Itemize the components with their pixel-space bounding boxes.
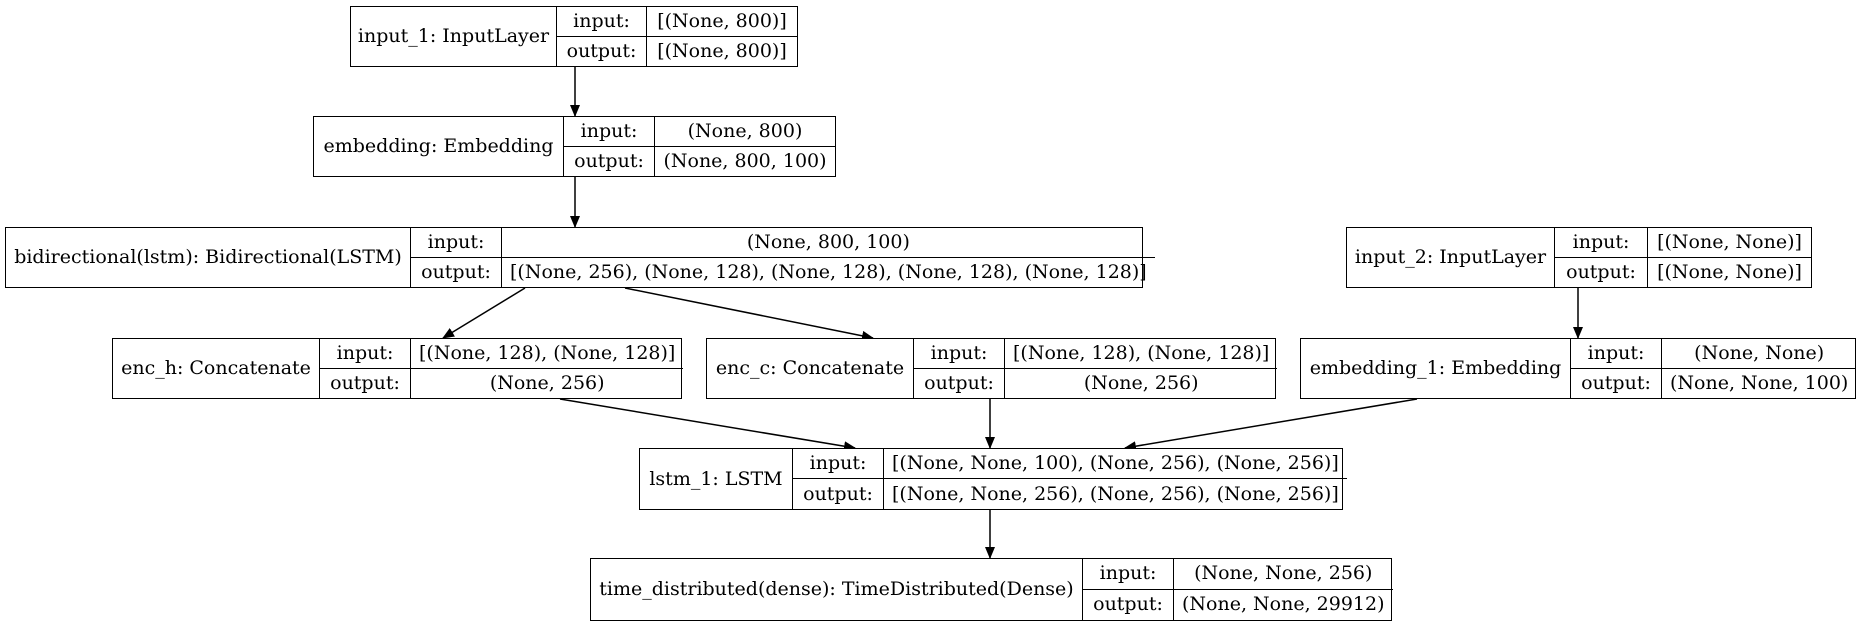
input-shape: (None, 800, 100): [502, 228, 1155, 258]
edge-embedding-1-to-lstm-1: [1124, 398, 1418, 452]
output-shape: (None, 800, 100): [663, 149, 827, 172]
input-port-label: input:: [1555, 228, 1648, 258]
input-port-label: input:: [320, 339, 411, 369]
layer-node-bidirectional: bidirectional(lstm): Bidirectional(LSTM)…: [5, 227, 1155, 288]
input-shape: (None, 800): [655, 117, 835, 147]
edge-bidirectional-to-enc-h: [442, 287, 526, 339]
layer-name: input_1: InputLayer: [351, 7, 557, 66]
input-port-label: input:: [557, 7, 647, 37]
output-shape: (None, None, 29912): [1182, 593, 1385, 616]
layer-name: input_2: InputLayer: [1347, 228, 1555, 287]
input-shape: (None, None): [1662, 339, 1857, 369]
input-port-label: input:: [1083, 559, 1174, 590]
layer-name: enc_h: Concatenate: [113, 339, 320, 398]
input-shape: [(None, 128), (None, 128)]: [1005, 339, 1278, 369]
output-shape: (None, 256): [489, 371, 605, 394]
input-shape: [(None, None)]: [1648, 228, 1811, 258]
output-shape: [(None, None)]: [1657, 260, 1802, 283]
edge-enc-h-to-lstm-1: [559, 398, 856, 452]
output-port-label: output:: [557, 36, 647, 66]
input-port-label: input:: [1571, 339, 1662, 369]
output-port-label: output:: [1555, 257, 1648, 287]
output-shape: [(None, 800)]: [657, 39, 787, 62]
edge-bidirectional-to-enc-c: [624, 287, 874, 341]
layer-node-time-distributed: time_distributed(dense): TimeDistributed…: [590, 558, 1393, 621]
output-port-label: output:: [1571, 368, 1662, 398]
output-shape: [(None, None, 256), (None, 256), (None, …: [892, 482, 1339, 505]
output-port-label: output:: [320, 368, 411, 398]
input-shape: (None, None, 256): [1174, 559, 1393, 590]
output-port-label: output:: [914, 368, 1005, 398]
output-port-label: output:: [793, 479, 884, 509]
layer-name: embedding: Embedding: [314, 117, 564, 176]
output-shape: (None, 256): [1083, 371, 1199, 394]
layer-name: time_distributed(dense): TimeDistributed…: [591, 559, 1083, 620]
input-port-label: input:: [914, 339, 1005, 369]
output-port-label: output:: [564, 146, 655, 176]
input-shape: [(None, None, 100), (None, 256), (None, …: [884, 449, 1347, 479]
output-shape: (None, None, 100): [1670, 371, 1849, 394]
input-port-label: input:: [793, 449, 884, 479]
output-port-label: output:: [1083, 589, 1174, 620]
input-shape: [(None, 800)]: [647, 7, 797, 37]
input-port-label: input:: [564, 117, 655, 147]
layer-name: enc_c: Concatenate: [707, 339, 914, 398]
output-port-label: output:: [411, 257, 502, 287]
input-port-label: input:: [411, 228, 502, 258]
output-shape: [(None, 256), (None, 128), (None, 128), …: [510, 260, 1147, 283]
layer-name: lstm_1: LSTM: [640, 449, 793, 509]
layer-name: bidirectional(lstm): Bidirectional(LSTM): [6, 228, 411, 287]
input-shape: [(None, 128), (None, 128)]: [411, 339, 684, 369]
layer-name: embedding_1: Embedding: [1301, 339, 1571, 398]
